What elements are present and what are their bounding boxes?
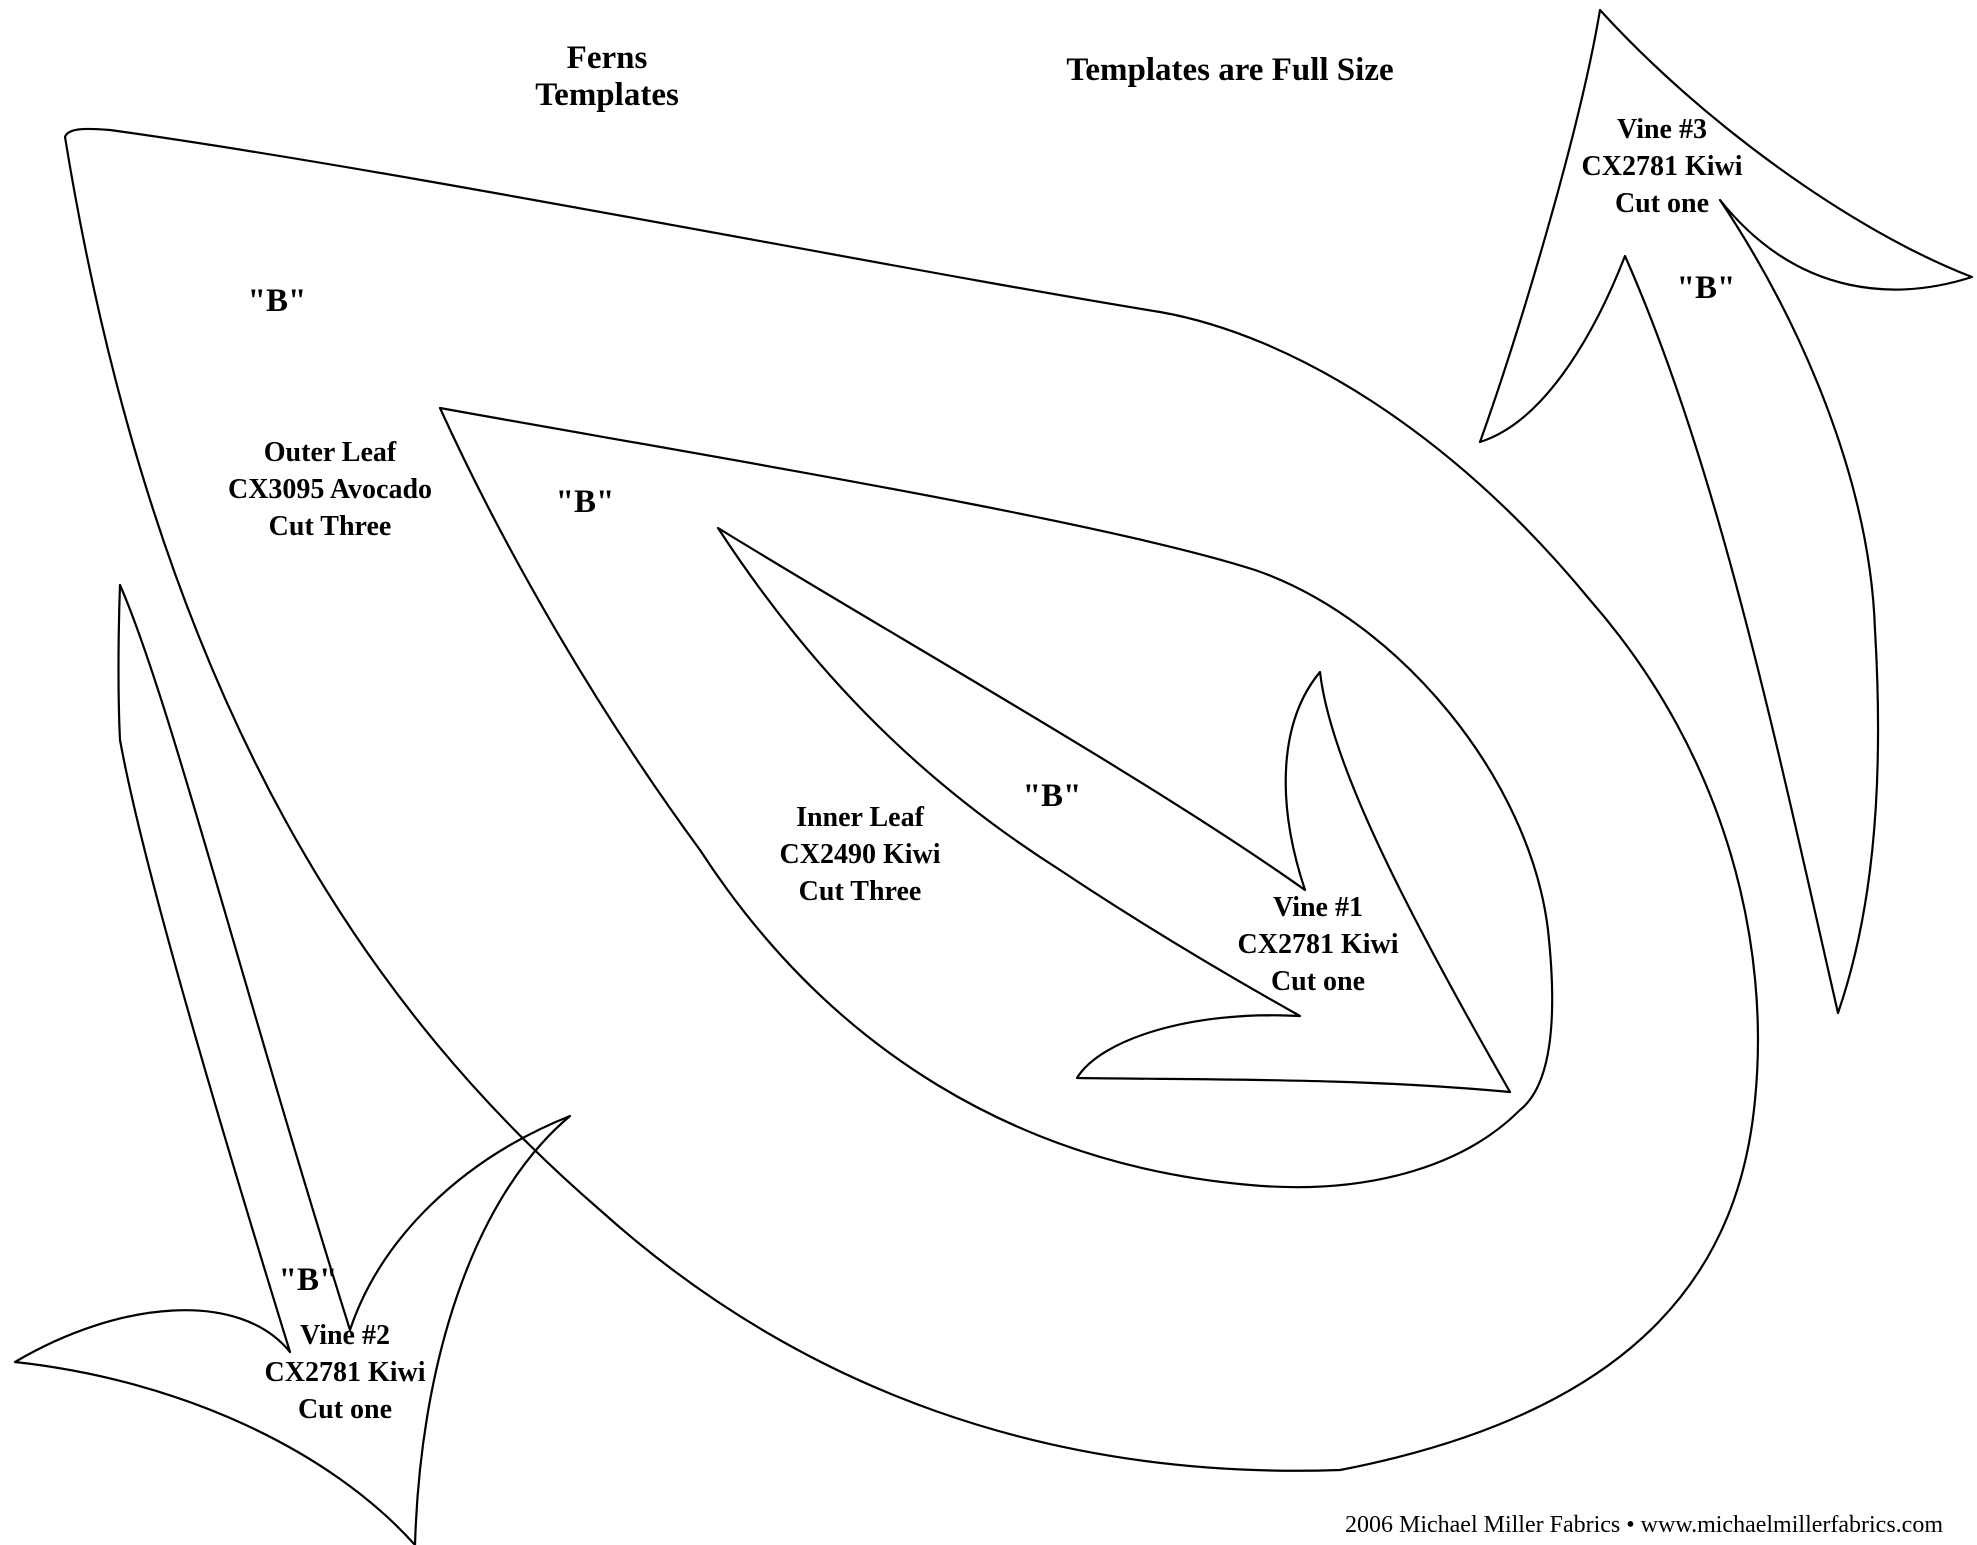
inner-leaf-fabric: CX2490 Kiwi — [779, 838, 941, 870]
vine-1-name: Vine #1 — [1273, 892, 1363, 923]
vine-3-mark: "B" — [1676, 270, 1736, 306]
vine-1-cut: Cut one — [1270, 965, 1366, 997]
inner-leaf-label: Inner Leaf CX2490 Kiwi Cut Three — [780, 800, 941, 911]
outer-leaf-name: Outer Leaf — [263, 437, 397, 468]
vine-2-fabric: CX2781 Kiwi — [264, 1356, 426, 1388]
outer-leaf-outline — [63, 127, 1760, 1472]
size-note: Templates are Full Size — [1066, 52, 1394, 88]
vine-3-fabric: CX2781 Kiwi — [1581, 150, 1743, 182]
vine-3-name: Vine #3 — [1617, 114, 1707, 145]
vine-2-name: Vine #2 — [300, 1320, 390, 1351]
vine-1-outline — [716, 526, 1512, 1094]
inner-leaf-mark: "B" — [555, 484, 615, 520]
outer-leaf-label: Outer Leaf CX3095 Avocado Cut Three — [228, 435, 432, 546]
vine-2-outline — [13, 583, 572, 1545]
inner-leaf-cut: Cut Three — [798, 875, 922, 907]
vine-1-fabric: CX2781 Kiwi — [1237, 928, 1399, 960]
outer-leaf-mark: "B" — [247, 283, 307, 319]
page-title-line-1: Ferns — [566, 40, 648, 76]
vine-2-label: Vine #2 CX2781 Kiwi Cut one — [265, 1318, 426, 1429]
vine-2-cut: Cut one — [297, 1393, 393, 1425]
page-title: Ferns Templates — [535, 40, 679, 114]
copyright-footer: 2006 Michael Miller Fabrics • www.michae… — [1344, 1512, 1943, 1538]
inner-leaf-name: Inner Leaf — [796, 802, 924, 833]
outer-leaf-fabric: CX3095 Avocado — [227, 473, 433, 505]
vine-3-cut: Cut one — [1614, 187, 1710, 219]
vine-3-outline — [1478, 8, 1974, 1015]
vine-1-label: Vine #1 CX2781 Kiwi Cut one — [1238, 890, 1399, 1001]
vine-3-label: Vine #3 CX2781 Kiwi Cut one — [1582, 112, 1743, 223]
inner-leaf-outline — [438, 406, 1554, 1189]
outer-leaf-cut: Cut Three — [268, 510, 392, 542]
vine-1-mark: "B" — [1022, 778, 1082, 814]
page-title-line-2: Templates — [535, 76, 679, 113]
vine-2-mark: "B" — [278, 1262, 338, 1298]
